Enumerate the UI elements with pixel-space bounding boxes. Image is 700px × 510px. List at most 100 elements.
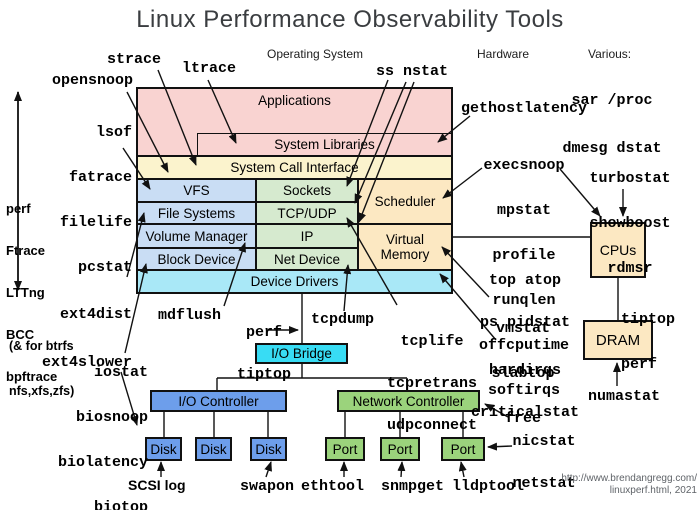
block-device-label: Block Device [157,251,236,267]
scheduler-box: Scheduler [358,179,452,224]
ip-label: IP [300,228,314,244]
tool-perf: perf [6,201,31,216]
applications-label: Applications [258,93,331,108]
tool-gethostlatency: gethostlatency [461,100,588,117]
page-title: Linux Performance Observability Tools [136,6,564,33]
io-bridge-label: I/O Bridge [271,346,332,361]
tool-bcc: BCC [6,327,35,342]
tool-biosnoop: biosnoop [75,409,148,426]
tool-opensnoop: opensnoop [52,72,134,89]
arrow-swapon-disk [264,461,272,478]
tool-turbostat: turbostat [589,170,671,187]
system-call-interface-box: System Call Interface [137,156,452,179]
sockets-label: Sockets [282,183,332,198]
disk-box-3: Disk [250,437,287,461]
device-drivers-box: Device Drivers [137,270,452,293]
port-label: Port [332,441,358,457]
tool-fatrace: fatrace [68,169,132,186]
tool-udpconnect: udpconnect [386,417,477,434]
tool-profile: profile [492,247,556,264]
tool-numastat: numastat [588,388,661,405]
disk-box-1: Disk [145,437,182,461]
port-box-1: Port [325,437,365,461]
virtual-memory-label: Virtual Memory [380,232,430,262]
net-device-box: Net Device [256,248,358,270]
tool-tcplife: tcplife [400,333,464,350]
network-controller-box: Network Controller [337,390,480,412]
tool-scsi-log: SCSI log [128,477,186,493]
tool-ltrace: ltrace [182,60,237,77]
network-controller-label: Network Controller [352,393,465,409]
tool-group-tiptop: tiptop perf [621,282,675,402]
port-label: Port [450,441,476,457]
tool-mpstat: mpstat [496,202,551,219]
disk-label: Disk [255,441,282,457]
tool-group-vmstat: vmstat slabtop free [477,291,569,456]
tool-ext4slower: ext4slower [41,354,132,371]
source-credit: http://www.brendangregg.com/ linuxperf.h… [497,473,697,497]
block-device-box: Block Device [137,248,256,270]
tool-softirqs: softirqs [487,382,560,399]
tool-group-lsof: lsof fatrace filelife pcstat [40,95,132,305]
file-systems-label: File Systems [157,205,236,221]
tool-lsof: lsof [95,124,132,141]
disk-label: Disk [200,441,227,457]
tool-perf-dram: perf [621,356,658,373]
tool-snmpget: snmpget [381,478,445,495]
tool-perf-io: perf [245,324,282,341]
tool-ethtool: ethtool [301,478,365,495]
tool-runqlen: runqlen [492,292,556,309]
tool-tiptop-io: tiptop [236,366,291,383]
tool-ftrace: Ftrace [6,243,46,258]
tool-filelife: filelife [59,214,132,231]
tool-lldptool: lldptool [452,478,525,495]
file-systems-box: File Systems [137,202,256,224]
tool-ss-nstat: ss nstat [376,63,449,80]
arrow-lldptool-port [458,461,467,478]
tool-group-ext4: ext4dist ext4slower [40,275,132,403]
tcp-udp-label: TCP/UDP [277,205,337,221]
tool-strace: strace [107,51,162,68]
cpus-label: CPUs [599,241,637,258]
operating-system-label: Operating System [267,47,364,61]
tool-swapon: swapon [240,478,295,495]
tool-bpftrace: bpftrace [6,369,58,384]
tool-tcpretrans: tcpretrans [386,375,477,392]
volume-manager-box: Volume Manager [137,224,256,248]
ip-box: IP [256,224,358,248]
tool-iostat: iostat [93,364,148,381]
tool-group-exec: execsnoop mpstat profile runqlen offcput… [468,128,580,428]
tool-tcpdump: tcpdump [311,311,375,328]
sockets-box: Sockets [256,179,358,202]
tool-tiptop: tiptop [621,311,676,328]
tool-netstat: netstat [512,475,576,492]
tool-dmesg-dstat: dmesg dstat [562,140,662,157]
tool-group-nicstat: nicstat netstat ip [509,407,579,510]
hardware-label: Hardware [477,47,530,61]
tool-vmstat: vmstat [495,320,550,337]
tool-top-atop: top atop [488,272,561,289]
system-libraries-label: System Libraries [274,137,375,152]
cpus-box: CPUs [590,222,646,278]
volume-manager-label: Volume Manager [145,228,248,244]
tool-ext4dist: ext4dist [59,306,132,323]
tool-execsnoop: execsnoop [483,157,565,174]
tool-pcstat: pcstat [77,259,132,276]
tool-showboost: showboost [589,215,671,232]
tool-biotop: biotop [93,499,148,510]
tool-sar-proc: sar /proc [571,92,653,109]
net-device-label: Net Device [273,251,341,267]
tool-biolatency: biolatency [57,454,148,471]
tool-group-tcplife: tcplife tcpretrans udpconnect [384,307,480,461]
tool-mdflush: mdflush [158,307,222,324]
arrow-snmpget-port [397,461,406,478]
source-file-year: linuxperf.html, 2021 [609,485,697,496]
vfs-label: VFS [183,183,210,198]
io-controller-box: I/O Controller [150,390,287,412]
various-label: Various: [588,47,632,61]
tool-offcputime: offcputime [478,337,569,354]
tcp-udp-box: TCP/UDP [256,202,358,224]
tool-free: free [504,410,541,427]
tool-nicstat: nicstat [512,433,576,450]
dram-box: DRAM [583,320,653,360]
